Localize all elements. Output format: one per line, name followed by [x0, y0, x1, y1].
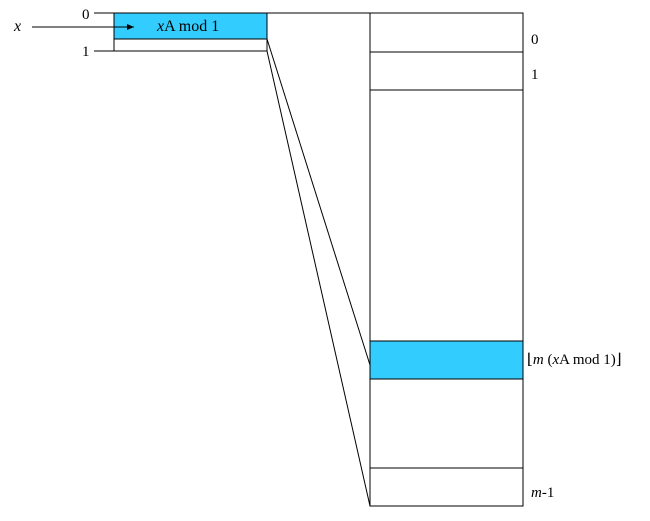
projection-line-lower	[266, 50, 371, 507]
row-label-0: 0	[531, 32, 539, 48]
zero-label: 0	[82, 7, 90, 23]
hash-table	[369, 12, 524, 507]
index-formula-label: ⌊m (xA mod 1)⌋	[527, 352, 622, 368]
projection-line-upper	[266, 38, 371, 366]
fraction-highlight	[113, 12, 268, 40]
one-label: 1	[82, 44, 90, 60]
unit-interval: 0 1 xA mod 1	[82, 7, 268, 60]
row-label-last: m-1	[531, 485, 554, 501]
slot-highlight	[369, 340, 524, 380]
fraction-label: xA mod 1	[156, 18, 219, 35]
row-label-1: 1	[531, 67, 539, 83]
hash-table-frame	[369, 12, 524, 507]
x-label: x	[13, 18, 21, 35]
